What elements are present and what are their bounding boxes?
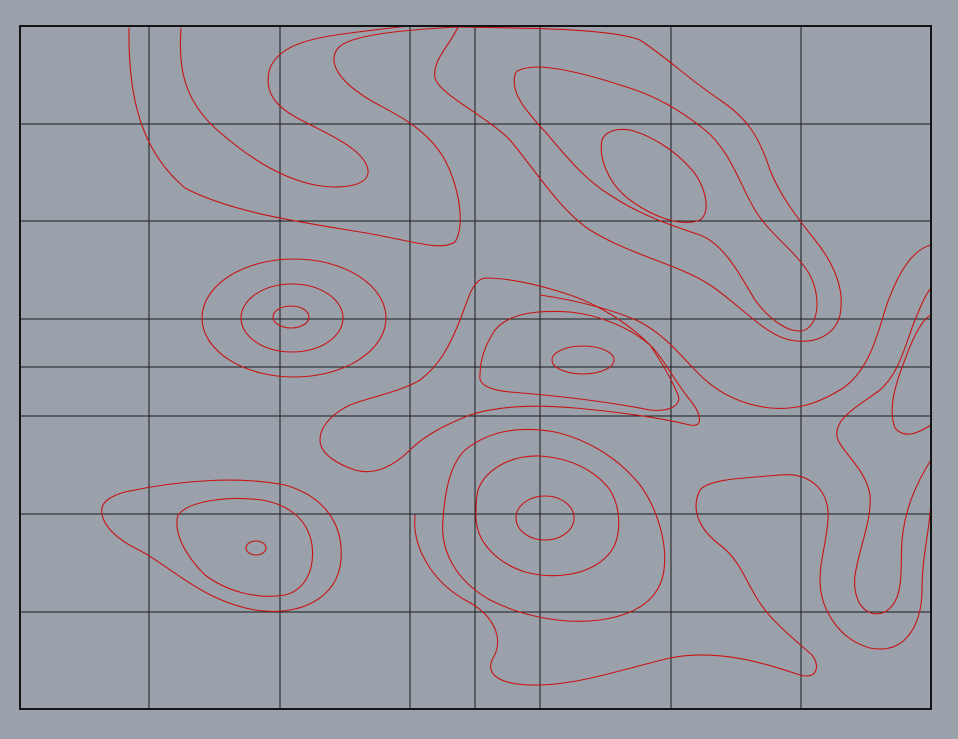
contour-curve [179,25,411,188]
contour-curve [176,498,314,597]
contour-curve [513,66,818,332]
plot-frame [19,25,932,710]
contour-curve [891,314,932,435]
contour-curve [434,26,842,342]
contour-curve [319,277,700,473]
contour-curve [272,305,310,329]
contour-curve [245,540,267,556]
contour-curve [442,428,666,622]
contour-curve [475,455,620,577]
contour-curve [600,128,707,223]
contour-curve [414,244,932,686]
contour-curve [201,258,387,378]
contour-curve [128,26,461,247]
contours [101,25,932,686]
contour-curve [515,495,575,541]
contour-curve [240,283,344,353]
contour-curve [551,345,615,375]
contour-curve [101,479,342,612]
contour-curve [479,310,680,411]
